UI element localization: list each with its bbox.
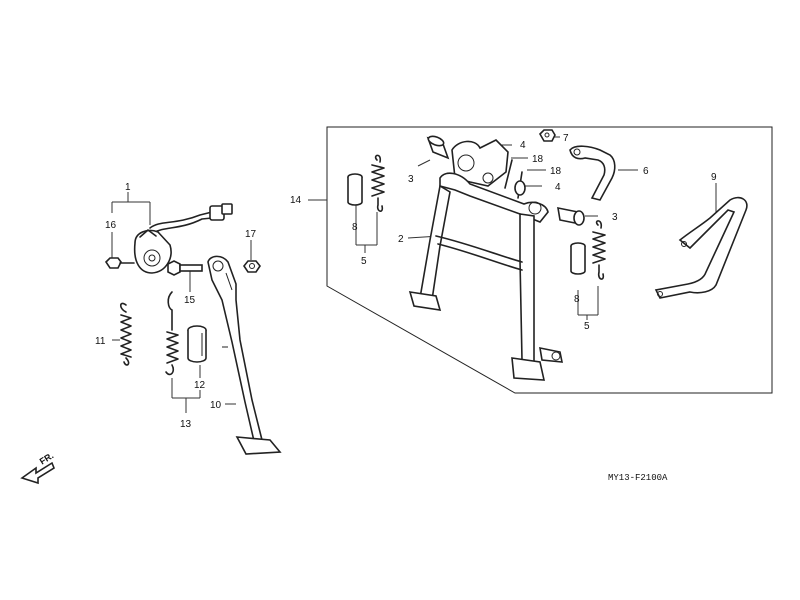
collar-8-left — [347, 173, 363, 206]
diagram-code: MY13-F2100A — [608, 473, 668, 483]
pin-18-upper — [504, 157, 528, 189]
callout-18-lower: 18 — [550, 166, 562, 177]
callout-group-1 — [111, 192, 151, 225]
callout-13: 13 — [180, 419, 192, 430]
front-arrow-icon — [20, 461, 55, 485]
callout-8-right: 8 — [574, 294, 580, 305]
nut-17 — [243, 240, 261, 273]
callout-group-13 — [171, 378, 201, 413]
stop-bar-9 — [654, 183, 748, 299]
side-stand-10 — [207, 255, 282, 455]
pivot-bolt-15 — [167, 260, 203, 292]
spring-13 — [165, 291, 179, 376]
callout-3-lower: 3 — [612, 212, 618, 223]
collar-12 — [187, 325, 207, 378]
main-stand-assembly-outline — [326, 126, 773, 394]
collar-8-right — [570, 242, 586, 275]
callout-17: 17 — [245, 229, 257, 240]
callout-6: 6 — [643, 166, 649, 177]
main-stand-2 — [407, 139, 563, 381]
callout-8-left: 8 — [352, 222, 358, 233]
bracket-6 — [569, 145, 638, 201]
spring-11 — [112, 302, 132, 366]
washer-4-lower — [514, 180, 542, 196]
callout-4-upper: 4 — [520, 140, 526, 151]
spring-5-right — [592, 220, 606, 280]
bolt-16 — [104, 232, 135, 269]
callout-7: 7 — [563, 133, 569, 144]
callout-2: 2 — [398, 234, 404, 245]
callout-11: 11 — [95, 336, 106, 347]
nut-7 — [539, 129, 560, 142]
callout-5-right: 5 — [584, 321, 590, 332]
callout-16: 16 — [105, 220, 117, 231]
bushing-3-right — [557, 206, 598, 226]
callout-group-5-left — [355, 205, 378, 253]
side-stand-switch — [133, 203, 233, 274]
callout-3-upper: 3 — [408, 174, 414, 185]
callout-15: 15 — [184, 295, 196, 306]
callout-5-left: 5 — [361, 256, 367, 267]
callout-12: 12 — [194, 380, 206, 391]
callout-10: 10 — [210, 400, 222, 411]
bushing-3-left — [417, 135, 450, 167]
callout-18-upper: 18 — [532, 154, 544, 165]
callout-1: 1 — [125, 182, 131, 193]
callout-group-5-right — [577, 286, 599, 320]
callout-14: 14 — [290, 195, 302, 206]
spring-5-left — [371, 154, 385, 212]
callout-4-lower: 4 — [555, 182, 561, 193]
callout-9: 9 — [711, 172, 717, 183]
